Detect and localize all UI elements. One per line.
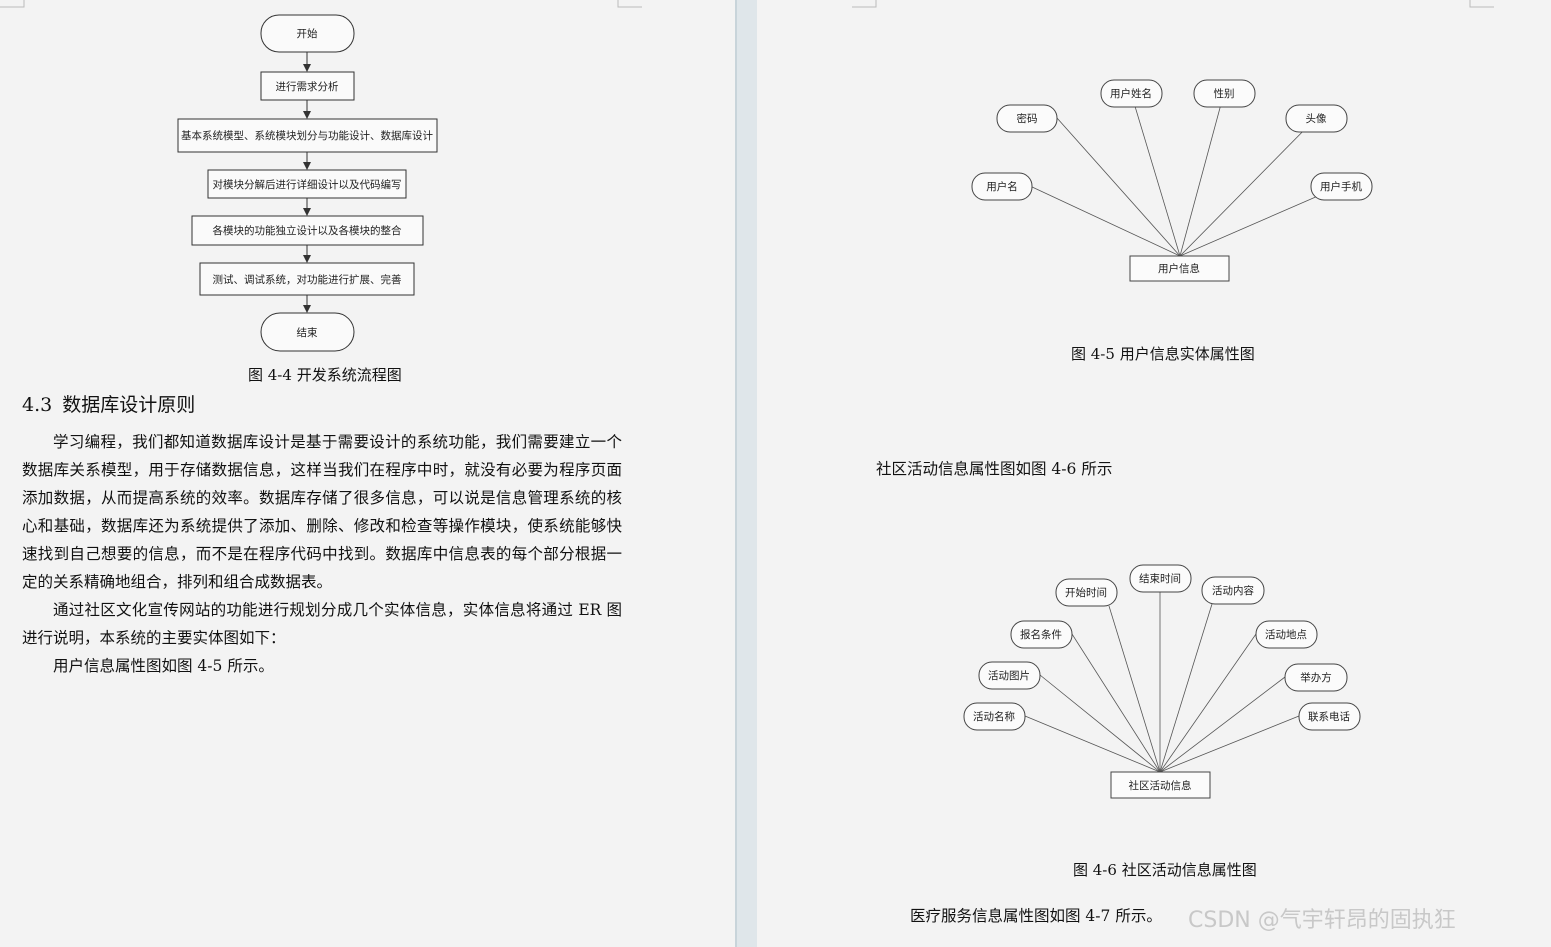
er-edge bbox=[1159, 603, 1213, 773]
paragraph: 学习编程，我们都知道数据库设计是基于需要设计的系统功能，我们需要建立一个数据库关… bbox=[22, 433, 622, 591]
section-title: 数据库设计原则 bbox=[62, 394, 196, 416]
right-page: 用户名 密码 用户姓名 性别 头像 用户手机 用户信息 图 4-5 用户信息实体… bbox=[757, 0, 1551, 947]
er-attr-signup-conditions: 报名条件 bbox=[1010, 620, 1073, 649]
flowchart-caption: 图 4-4 开发系统流程图 bbox=[248, 366, 402, 384]
page-corner-mark bbox=[0, 0, 642, 8]
er-entity-label: 社区活动信息 bbox=[1129, 779, 1192, 792]
er-edge bbox=[1159, 633, 1257, 773]
er-attr-avatar: 头像 bbox=[1285, 104, 1348, 133]
flow-step-4: 各模块的功能独立设计以及各模块的整合 bbox=[191, 215, 424, 246]
er-edge bbox=[1039, 674, 1161, 773]
er-attr-password: 密码 bbox=[996, 104, 1058, 133]
er-entity-label: 用户信息 bbox=[1158, 262, 1200, 275]
flow-start-node: 开始 bbox=[260, 14, 355, 53]
er-attr-label: 密码 bbox=[1017, 112, 1038, 125]
er-diagram-user: 用户名 密码 用户姓名 性别 头像 用户手机 用户信息 bbox=[971, 79, 1373, 282]
body-text: 学习编程，我们都知道数据库设计是基于需要设计的系统功能，我们需要建立一个数据库关… bbox=[22, 428, 622, 680]
er-attr-label: 结束时间 bbox=[1139, 572, 1181, 585]
er-entity-activity: 社区活动信息 bbox=[1110, 771, 1211, 799]
er-attr-label: 报名条件 bbox=[1020, 628, 1062, 641]
er-edge bbox=[1029, 185, 1181, 257]
watermark: CSDN @气宇轩昂的固执狂 bbox=[1188, 908, 1456, 933]
er-attr-activity-image: 活动图片 bbox=[978, 661, 1041, 690]
er-attr-label: 活动内容 bbox=[1212, 584, 1254, 597]
flow-end-label: 结束 bbox=[297, 326, 318, 339]
er-edge bbox=[1179, 92, 1225, 257]
flow-step-label: 测试、调试系统，对功能进行扩展、完善 bbox=[213, 273, 402, 286]
medical-intro-text: 医疗服务信息属性图如图 4-7 所示。 bbox=[910, 907, 1162, 925]
er-diagram-activity: 活动名称 活动图片 报名条件 开始时间 结束时间 活动内容 活动地点 举办方 bbox=[963, 564, 1361, 799]
er-edge bbox=[1159, 676, 1286, 773]
er-attr-start-time: 开始时间 bbox=[1055, 578, 1118, 607]
er-attr-label: 活动名称 bbox=[973, 710, 1015, 723]
er-attr-activity-content: 活动内容 bbox=[1201, 576, 1265, 605]
er-attr-activity-location: 活动地点 bbox=[1255, 620, 1318, 649]
er-attr-phone: 用户手机 bbox=[1310, 172, 1373, 201]
left-page: 开始 进行需求分析 基本系统模型、系统模块划分与功能设计、数据库设计 对模块分解… bbox=[0, 0, 735, 947]
paragraph: 用户信息属性图如图 4-5 所示。 bbox=[53, 657, 274, 675]
paragraph: 通过社区文化宣传网站的功能进行规划分成几个实体信息，实体信息将通过 ER 图进行… bbox=[22, 601, 622, 647]
er-attr-label: 头像 bbox=[1306, 113, 1328, 125]
er-attr-end-time: 结束时间 bbox=[1129, 564, 1192, 593]
er-user-caption: 图 4-5 用户信息实体属性图 bbox=[1071, 345, 1255, 363]
er-attr-label: 性别 bbox=[1214, 87, 1235, 100]
er-edge bbox=[1024, 715, 1161, 773]
activity-intro-text: 社区活动信息属性图如图 4-6 所示 bbox=[876, 460, 1113, 478]
flow-step-2: 基本系统模型、系统模块划分与功能设计、数据库设计 bbox=[177, 118, 438, 153]
flow-step-5: 测试、调试系统，对功能进行扩展、完善 bbox=[199, 262, 415, 296]
page-divider bbox=[735, 0, 737, 947]
er-attr-label: 用户手机 bbox=[1320, 180, 1362, 193]
er-entity-user: 用户信息 bbox=[1129, 255, 1230, 282]
er-edge bbox=[1179, 117, 1317, 257]
er-attr-label: 开始时间 bbox=[1065, 586, 1107, 599]
flow-step-3: 对模块分解后进行详细设计以及代码编写 bbox=[207, 169, 407, 199]
er-attr-username: 用户名 bbox=[971, 172, 1033, 201]
er-attr-organizer: 举办方 bbox=[1284, 663, 1348, 692]
er-attr-label: 活动地点 bbox=[1265, 628, 1307, 641]
flow-step-label: 基本系统模型、系统模块划分与功能设计、数据库设计 bbox=[181, 129, 433, 142]
flow-end-node: 结束 bbox=[260, 312, 355, 352]
er-edge bbox=[1056, 117, 1181, 257]
section-number: 4.3 bbox=[22, 394, 53, 416]
flow-step-1: 进行需求分析 bbox=[260, 71, 355, 101]
er-edge bbox=[1071, 633, 1161, 773]
er-attr-label: 用户姓名 bbox=[1110, 87, 1152, 100]
er-edge bbox=[1179, 185, 1342, 257]
flow-step-label: 各模块的功能独立设计以及各模块的整合 bbox=[213, 224, 402, 237]
er-attr-label: 用户名 bbox=[986, 180, 1018, 193]
page-gutter bbox=[735, 0, 757, 947]
er-attr-fullname: 用户姓名 bbox=[1100, 79, 1163, 108]
section-heading: 4.3 数据库设计原则 bbox=[22, 390, 195, 417]
flowchart-diagram: 开始 进行需求分析 基本系统模型、系统模块划分与功能设计、数据库设计 对模块分解… bbox=[177, 14, 438, 352]
er-attr-contact-phone: 联系电话 bbox=[1298, 702, 1361, 731]
er-edge bbox=[1159, 715, 1300, 773]
flow-start-label: 开始 bbox=[297, 27, 318, 40]
er-attr-activity-name: 活动名称 bbox=[963, 702, 1026, 731]
er-edge bbox=[1130, 92, 1181, 257]
page-corner-mark bbox=[852, 0, 1494, 8]
er-edge bbox=[1108, 605, 1161, 773]
flow-step-label: 进行需求分析 bbox=[276, 80, 339, 93]
er-attr-gender: 性别 bbox=[1193, 79, 1256, 108]
er-activity-caption: 图 4-6 社区活动信息属性图 bbox=[1073, 861, 1257, 879]
er-attr-label: 举办方 bbox=[1300, 671, 1332, 684]
flow-step-label: 对模块分解后进行详细设计以及代码编写 bbox=[213, 178, 402, 191]
er-attr-label: 活动图片 bbox=[988, 669, 1030, 682]
er-attr-label: 联系电话 bbox=[1308, 710, 1350, 723]
